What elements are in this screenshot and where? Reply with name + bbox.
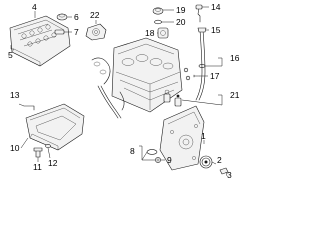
- callout-1: 1: [201, 131, 206, 141]
- callout-13: 13: [10, 90, 20, 100]
- callout-11: 11: [33, 162, 42, 172]
- crankshaft-seal[interactable]: [199, 155, 213, 169]
- intake-gasket[interactable]: [91, 57, 125, 119]
- callout-5: 5: [8, 50, 13, 60]
- callout-15: 15: [211, 25, 221, 35]
- pcv-valve[interactable]: [54, 29, 65, 35]
- leader-lines: [10, 6, 228, 177]
- thermostat-housing[interactable]: [157, 27, 169, 39]
- callout-4: 4: [32, 2, 37, 12]
- tube-bolt[interactable]: [193, 74, 200, 78]
- callout-6: 6: [74, 12, 79, 22]
- callout-19: 19: [176, 5, 186, 15]
- dowel-pins[interactable]: [183, 67, 191, 81]
- oil-pressure-switch[interactable]: [163, 89, 171, 103]
- callout-20: 20: [176, 17, 186, 27]
- cylinder-block[interactable]: [111, 37, 183, 113]
- timing-cover[interactable]: [159, 105, 205, 171]
- drain-plug-gasket[interactable]: [45, 144, 51, 148]
- oil-pan[interactable]: [25, 103, 85, 151]
- bracket[interactable]: [23, 105, 35, 111]
- callout-3: 3: [227, 170, 232, 180]
- callout-16: 16: [230, 53, 240, 63]
- drain-plug[interactable]: [33, 147, 43, 158]
- dipstick-tube[interactable]: [195, 27, 207, 101]
- callout-9: 9: [167, 155, 172, 165]
- sensor-plug[interactable]: [174, 94, 182, 107]
- oil-filter-adapter[interactable]: [152, 7, 164, 15]
- valve-cover[interactable]: [9, 15, 71, 67]
- engine-parts-diagram: 4 5 6 7 22 19 20 18 14 15 16 17 21 13 10…: [8, 2, 240, 180]
- callout-18: 18: [145, 28, 155, 38]
- oil-control-valve[interactable]: [85, 23, 107, 41]
- oil-filler-cap[interactable]: [56, 13, 68, 21]
- callout-10: 10: [10, 143, 20, 153]
- callout-12: 12: [48, 158, 58, 168]
- gasket-seal[interactable]: [146, 149, 158, 155]
- dipstick[interactable]: [195, 4, 203, 23]
- callout-21: 21: [230, 90, 240, 100]
- seal[interactable]: [154, 19, 162, 25]
- callout-8: 8: [130, 146, 135, 156]
- callout-22: 22: [90, 10, 100, 20]
- washer[interactable]: [155, 157, 161, 163]
- callout-14: 14: [211, 2, 221, 12]
- callout-2: 2: [217, 155, 222, 165]
- callouts: 4 5 6 7 22 19 20 18 14 15 16 17 21 13 10…: [8, 2, 240, 180]
- callout-17: 17: [210, 71, 220, 81]
- callout-7: 7: [74, 27, 79, 37]
